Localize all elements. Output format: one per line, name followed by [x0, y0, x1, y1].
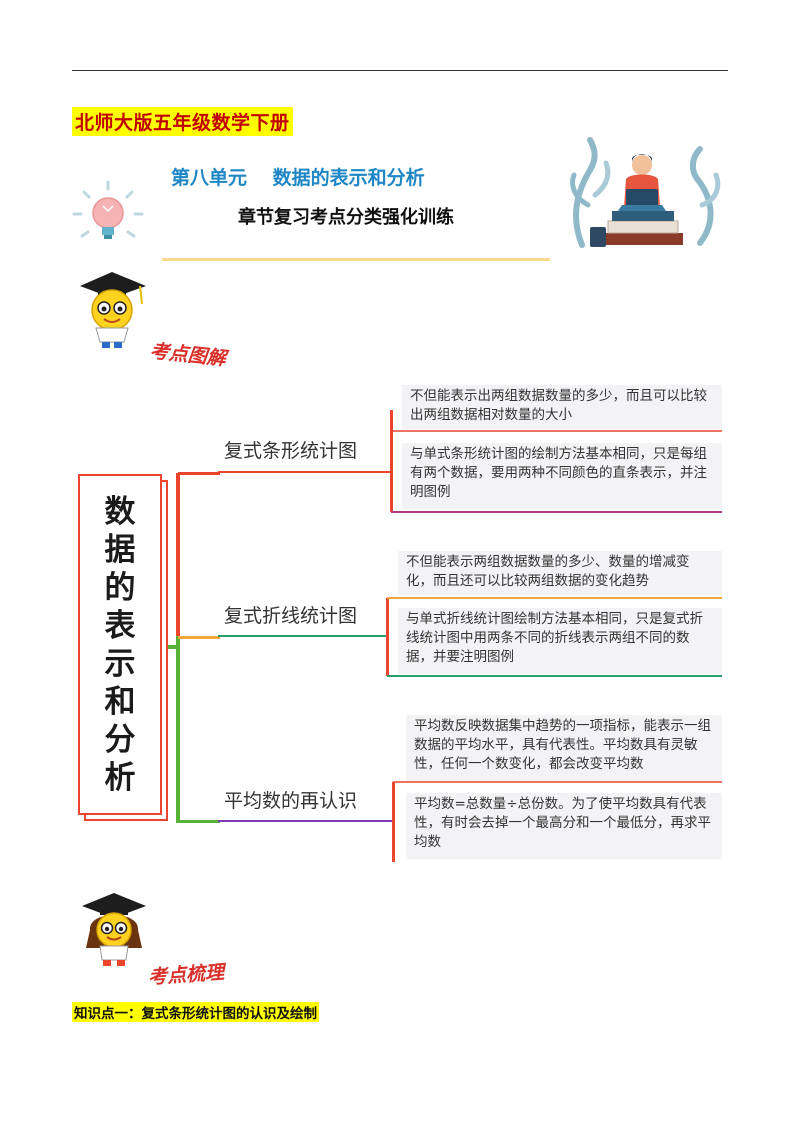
connector-branch-2 [178, 636, 220, 639]
branch-label-bar-chart: 复式条形统计图 [224, 440, 358, 462]
leaf-bar-chart-drawing: 与单式条形统计图的绘制方法基本相同，只是每组有两个数据，要用两种不同颜色的直条表… [402, 443, 722, 509]
top-divider [72, 70, 728, 71]
bracket-branch-1 [390, 410, 393, 512]
section-label-summary: 考点梳理 [147, 961, 225, 989]
book-title: 北师大版五年级数学下册 [72, 107, 293, 136]
title-underline [162, 258, 550, 261]
bracket-branch-3 [392, 782, 395, 862]
mascot-graduate-icon [80, 272, 146, 348]
leaf-average-meaning: 平均数反映数据集中趋势的一项指标，能表示一组数据的平均水平，具有代表性。平均数具… [406, 715, 722, 781]
leaf-line-chart-meaning: 不但能表示两组数据数量的多少、数量的增减变化，而且还可以比较两组数据的变化趋势 [398, 551, 722, 595]
knowledge-point-title: 知识点一：复式条形统计图的认识及绘制 [72, 1002, 319, 1022]
leaf-bar-chart-meaning: 不但能表示出两组数据数量的多少，而且可以比较出两组数据相对数量的大小 [402, 385, 722, 429]
light-bulb-icon [72, 180, 144, 239]
mascot-girl-graduate-icon [82, 893, 146, 966]
connector-branch-1 [178, 472, 220, 475]
connector-trunk-lower [176, 636, 180, 823]
unit-title: 第八单元 数据的表示和分析 [171, 167, 425, 189]
root-box [78, 474, 162, 815]
connector-branch-3 [178, 820, 220, 823]
leaf-line-chart-drawing: 与单式折线统计图绘制方法基本相同，只是复式折线统计图中用两条不同的折线表示两组不… [398, 608, 722, 674]
chapter-title: 章节复习考点分类强化训练 [238, 207, 454, 228]
connector-root-stem [163, 645, 178, 649]
branch-label-average: 平均数的再认识 [224, 790, 358, 812]
branch-label-line-chart: 复式折线统计图 [224, 605, 358, 627]
leaf-average-formula: 平均数=总数量÷总份数。为了使平均数具有代表性，有时会去掉一个最高分和一个最低分… [406, 793, 722, 859]
mindmap-root: 数据的表示和分析 [78, 474, 162, 815]
reading-person-illustration [570, 137, 721, 248]
mindmap-root-text: 数据的表示和分析 [104, 493, 136, 796]
bracket-branch-2 [386, 598, 389, 676]
